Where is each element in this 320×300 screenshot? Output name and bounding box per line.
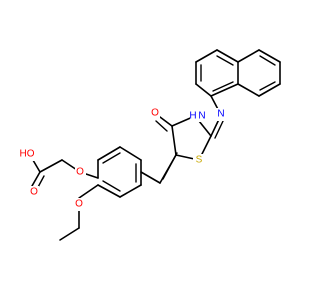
atom-ring-carbonyl-oxygen: O <box>151 108 159 119</box>
mask-o-ether <box>75 166 86 179</box>
bond-benzene-5 <box>119 184 142 198</box>
mask-o-ring <box>149 107 160 120</box>
bond-c-ch2 <box>39 159 63 173</box>
mask-o-ethoxy <box>74 198 85 211</box>
mask-n-imine <box>215 108 227 121</box>
bond-naph-7 <box>237 49 260 63</box>
bond-c5-c4 <box>171 125 177 156</box>
bond-c4-o-double <box>155 120 168 132</box>
atom-ether-oxygen: O <box>76 167 84 178</box>
structure-canvas: HO O O O O H N S N <box>17 49 281 241</box>
bond-ch2-ch3-ethoxy <box>59 227 80 241</box>
bond-naph-inner-5 <box>259 81 276 91</box>
atom-ring-nitrogen: N <box>198 111 205 122</box>
bond-naph-4 <box>216 49 239 63</box>
bond-naph-inner-4 <box>259 55 276 66</box>
bond-naph-inner-3 <box>212 81 234 92</box>
bond-benzene-6 <box>97 184 121 198</box>
bond-naph-3 <box>195 49 218 63</box>
atom-hydroxyl-oxygen: HO <box>20 149 35 160</box>
atom-ethoxy-oxygen: O <box>75 199 83 210</box>
bond-naph-1 <box>195 83 212 97</box>
bond-naph-11 <box>237 83 260 97</box>
bond-aryl-ch <box>140 171 161 184</box>
bond-c2-n-imine-double <box>214 118 225 139</box>
bond-c4-o <box>159 116 173 127</box>
bond-benzene-inner-3 <box>102 180 121 192</box>
bond-naph-10 <box>258 83 281 97</box>
bond-benzene-3 <box>119 146 142 161</box>
bond-naph-8 <box>258 49 281 63</box>
mask-o-acid <box>28 186 39 199</box>
bond-aryl-o-ethoxy <box>78 184 99 199</box>
atom-ring-sulfur: S <box>196 155 203 166</box>
chemical-structure: HO O O O O H N S N <box>17 49 281 241</box>
bond-ch-c5-double <box>162 152 178 180</box>
atom-imine-nitrogen: N <box>217 109 224 120</box>
bond-benzene-inner-1 <box>102 152 121 164</box>
mask-s <box>193 154 204 167</box>
bond-benzene-2 <box>97 146 121 161</box>
mask-ho <box>17 148 37 161</box>
atom-carbonyl-oxygen-acid: O <box>30 187 38 198</box>
bond-naph-6 <box>210 83 239 97</box>
atom-ring-nh-hydrogen: H <box>189 111 196 122</box>
bond-c-o-double-a <box>31 171 41 187</box>
mask-nh <box>190 109 208 122</box>
bond-naph-inner-2 <box>216 55 234 66</box>
